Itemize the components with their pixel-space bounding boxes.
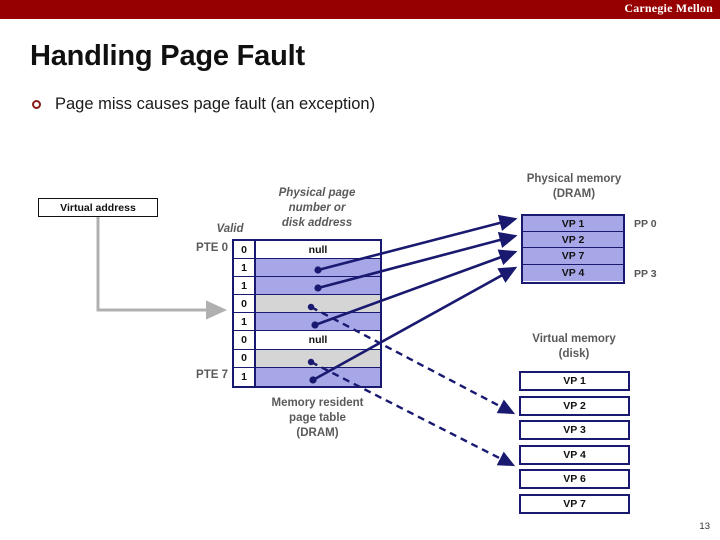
virtual-memory-row: VP 2 (519, 395, 630, 416)
page-table-row: 1 (234, 313, 380, 332)
bullet-circle-icon (32, 100, 41, 109)
page-table-entry-value (256, 295, 380, 313)
bullet-item: Page miss causes page fault (an exceptio… (32, 95, 375, 114)
page-table-caption-line2: page table (289, 412, 346, 424)
physical-memory-row: VP 1 (523, 216, 623, 233)
virtual-memory-row: VP 7 (519, 494, 630, 514)
virtual-memory-row: VP 1 (519, 371, 630, 391)
physical-memory-row: VP 7 (523, 248, 623, 265)
virtual-memory-row: VP 6 (519, 469, 630, 490)
physical-memory-title-line1: Physical memory (526, 173, 622, 185)
slide-page-number: 13 (699, 521, 710, 532)
page-table-valid-bit: 1 (234, 367, 256, 386)
page-table-row: 0 (234, 349, 380, 368)
virtual-memory-title-line2: (disk) (558, 348, 590, 360)
page-table-entry-value (256, 349, 380, 367)
page-title: Handling Page Fault (30, 40, 305, 72)
physical-memory-title-line2: (DRAM) (552, 188, 596, 200)
page-table-row: 1 (234, 259, 380, 278)
page-table-valid-bit: 0 (234, 241, 256, 259)
page-table-valid-bit: 0 (234, 295, 256, 313)
physical-memory-row: VP 4 (523, 264, 623, 281)
page-table-entry-value: null (256, 331, 380, 349)
page-table-caption-line3: (DRAM) (296, 427, 339, 439)
data-column-header-line3: disk address (281, 217, 353, 229)
virtual-memory-title-line1: Virtual memory (532, 333, 616, 345)
page-table-valid-bit: 1 (234, 313, 256, 331)
page-table-valid-bit: 0 (234, 349, 256, 367)
valid-column-header: Valid (216, 223, 244, 235)
physical-page-last-label: PP 3 (634, 268, 657, 280)
page-table-caption-line1: Memory resident (271, 397, 364, 409)
pte-first-label: PTE 0 (196, 242, 228, 254)
page-table-entry-value: null (256, 241, 380, 259)
page-table-valid-bit: 1 (234, 259, 256, 277)
page-table-valid-bit: 1 (234, 277, 256, 295)
page-table-row: 1 (234, 367, 380, 386)
header-bar: Carnegie Mellon (0, 0, 720, 19)
data-column-header-line1: Physical page (278, 187, 356, 199)
page-table-row: 0 (234, 295, 380, 314)
page-table-valid-bit: 0 (234, 331, 256, 349)
virtual-memory-row: VP 4 (519, 444, 630, 465)
page-table-entry-value (256, 259, 380, 277)
page-table-entry-value (256, 313, 380, 331)
bullet-text: Page miss causes page fault (an exceptio… (55, 95, 376, 113)
virtual-address-box: Virtual address (38, 198, 158, 217)
page-table-entry-value (256, 277, 380, 295)
brand-label: Carnegie Mellon (624, 1, 713, 15)
physical-memory-row: VP 2 (523, 232, 623, 249)
data-column-header-line2: number or (288, 202, 346, 214)
physical-page-first-label: PP 0 (634, 218, 657, 230)
page-table-entry-value (256, 367, 380, 386)
pte-last-label: PTE 7 (196, 369, 228, 381)
virtual-memory-row: VP 3 (519, 420, 630, 441)
page-table-row: 1 (234, 277, 380, 296)
